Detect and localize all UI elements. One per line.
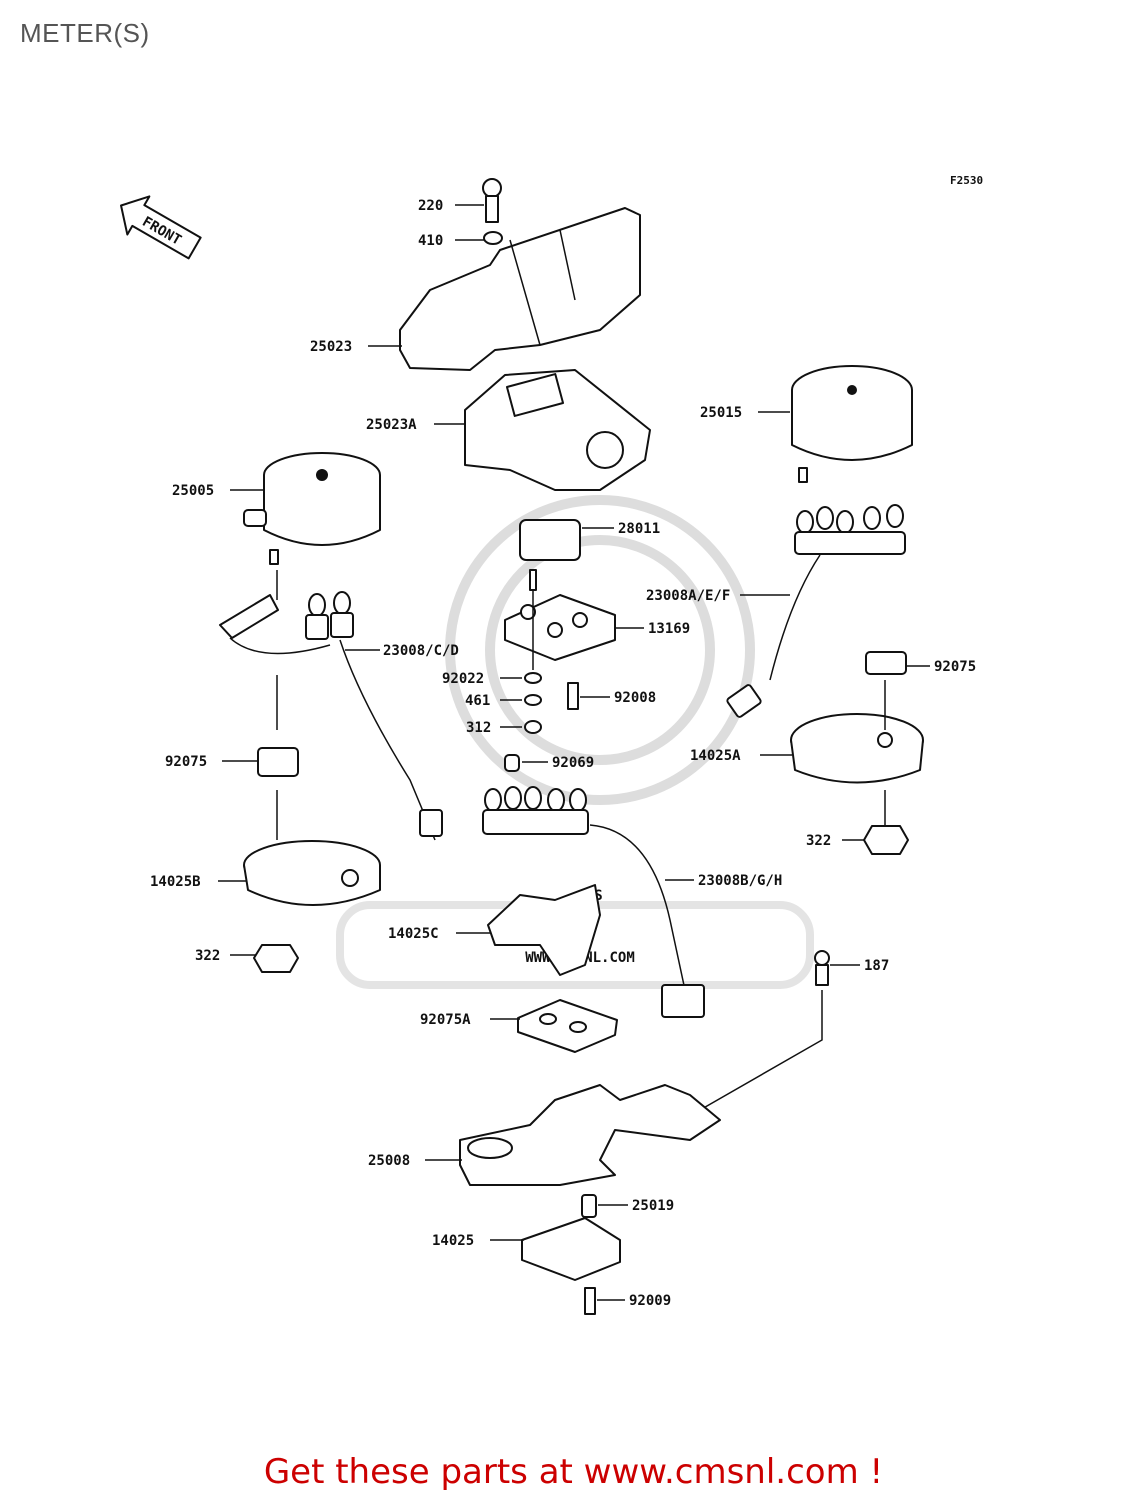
label-92008: 92008 [614,690,656,706]
bulbs-right [726,504,906,718]
label-25023a: 25023A [366,417,417,433]
nuts-322 [253,825,909,973]
label-14025a: 14025A [690,748,741,764]
label-25015: 25015 [700,405,742,421]
label-312: 312 [466,720,491,736]
label-92075a: 92075A [420,1012,471,1028]
footer-link[interactable]: Get these parts at www.cmsnl.com ! [0,1452,1147,1492]
front-arrow-icon: FRONT [120,195,202,260]
label-92009: 92009 [629,1293,671,1309]
bolt-220 [482,178,503,245]
bulbs-center [482,786,705,1018]
label-14025: 14025 [432,1233,474,1249]
label-187: 187 [864,958,889,974]
label-25023: 25023 [310,339,352,355]
label-322-left: 322 [195,948,220,964]
label-92075-left: 92075 [165,754,207,770]
footer-link-text[interactable]: Get these parts at www.cmsnl.com ! [263,1452,884,1492]
upper-bracket [399,207,641,371]
label-25019: 25019 [632,1198,674,1214]
label-410: 410 [418,233,443,249]
label-25005: 25005 [172,483,214,499]
label-461: 461 [465,693,490,709]
pad-92075a [517,999,618,1053]
speedometer-25005 [243,452,381,565]
label-220: 220 [418,198,443,214]
label-14025c: 14025C [388,926,439,942]
label-14025b: 14025B [150,874,201,890]
bracket-13169 [504,594,616,661]
bolt-187 [699,950,830,1111]
bulbs-left [219,591,443,841]
tachometer-25015 [791,365,913,483]
figure-code: F2530 [950,174,983,187]
label-92075-right: 92075 [934,659,976,675]
grommet-92075 [257,651,907,777]
bracket-14025c [487,884,601,976]
label-322-right: 322 [806,833,831,849]
label-92069: 92069 [552,755,594,771]
label-23008-c-d: 23008/C/D [383,643,459,659]
meter-cover-25023a [464,369,651,491]
label-23008a-e-f: 23008A/E/F [646,588,730,604]
label-92022: 92022 [442,671,484,687]
fasteners-lower [521,1194,621,1315]
parts-diagram: CMS WWW.CMSNL.COM F2530 FRONT [120,174,983,1315]
indicator-housing-28011 [519,519,581,591]
label-23008b-g-h: 23008B/G/H [698,873,782,889]
page-title: METER(S) [20,18,150,48]
label-13169: 13169 [648,621,690,637]
small-fasteners [504,672,579,772]
label-25008: 25008 [368,1153,410,1169]
label-28011: 28011 [618,521,660,537]
meter-case-14025a [790,713,924,784]
part-labels: 220 410 25023 25023A 25015 25005 28011 2… [150,198,976,1309]
bracket-25008 [459,1084,721,1186]
meter-case-14025b [243,840,381,906]
